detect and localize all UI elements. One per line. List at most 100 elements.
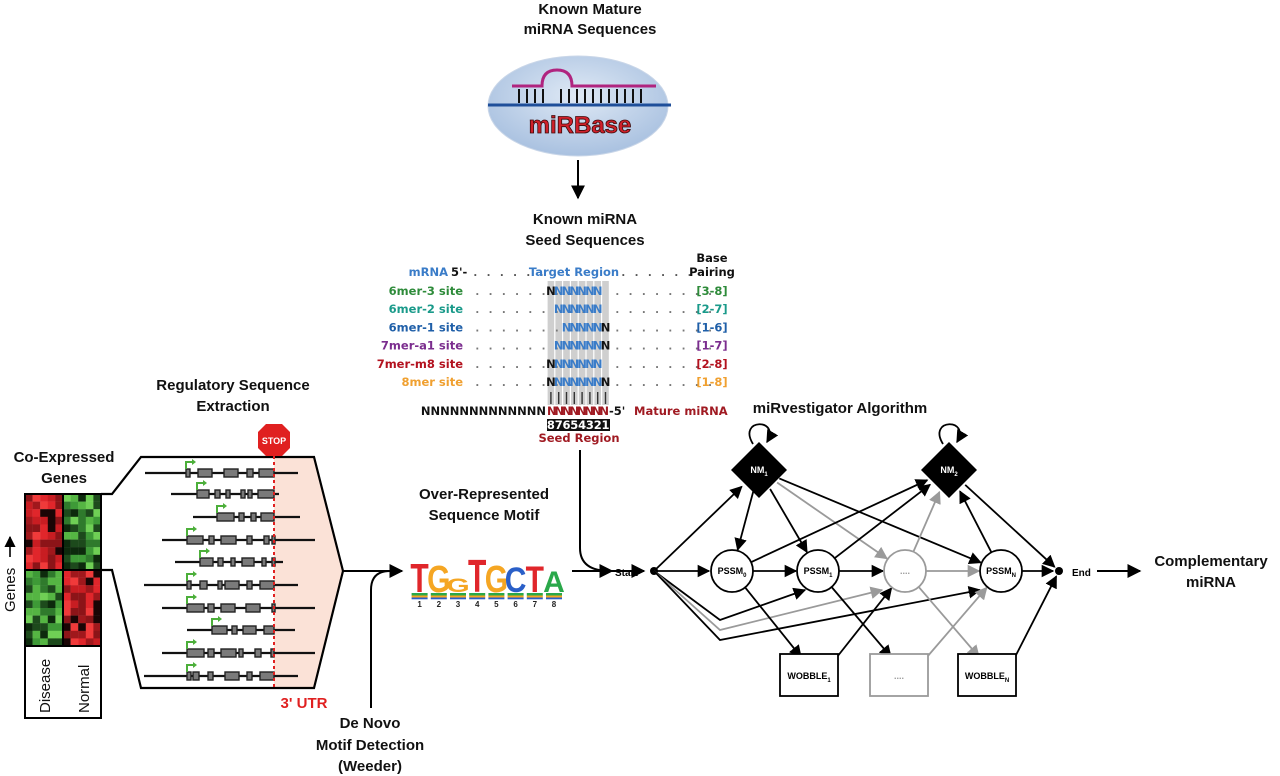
heatmap-cell bbox=[55, 577, 64, 586]
site-nucleotide: N bbox=[569, 320, 579, 334]
heatmap-cell bbox=[47, 516, 56, 525]
nm-node-label: NM1 bbox=[750, 465, 768, 478]
site-nucleotide: N bbox=[585, 302, 595, 316]
de-novo-title-line1: De Novo bbox=[340, 715, 401, 732]
exon bbox=[207, 648, 215, 658]
graph-edge bbox=[653, 570, 807, 622]
heatmap-cell bbox=[85, 630, 94, 639]
over-represented-title: Over-Represented Sequence Motif bbox=[419, 486, 549, 524]
graph-edge bbox=[830, 586, 892, 658]
exon bbox=[241, 557, 255, 567]
heatmap-cell bbox=[25, 539, 33, 548]
heatmap-cell bbox=[32, 577, 41, 586]
tss-arrowhead-icon bbox=[193, 526, 197, 532]
heatmap-cell bbox=[63, 524, 71, 533]
heatmap-cell bbox=[85, 577, 94, 586]
heatmap-cell bbox=[93, 615, 102, 624]
site-dots-left: . . . . . . . . . bbox=[474, 358, 587, 371]
wobble-node-subscript: N bbox=[1005, 678, 1009, 684]
logo-letter: T bbox=[410, 556, 428, 602]
graph-edge bbox=[836, 587, 893, 658]
site-nucleotide: N bbox=[577, 357, 587, 371]
end-label: End bbox=[1072, 568, 1091, 579]
graph-edge bbox=[769, 488, 808, 554]
logo-letter: T bbox=[526, 560, 545, 601]
exon bbox=[238, 512, 245, 522]
graph-edge bbox=[959, 490, 993, 553]
exon bbox=[270, 648, 275, 658]
heatmap-cell bbox=[63, 562, 71, 571]
heatmap-cell bbox=[55, 494, 64, 502]
heatmap-cell bbox=[93, 608, 102, 616]
heatmap-cell bbox=[93, 509, 102, 517]
exon bbox=[238, 648, 244, 658]
site-dots-right: . . . . . . . . bbox=[614, 376, 713, 389]
self-loop-edge bbox=[938, 423, 969, 445]
heatmap-cell bbox=[55, 600, 64, 609]
exon bbox=[192, 671, 200, 681]
pssm-node-subscript: 0 bbox=[743, 573, 747, 579]
heatmap-cell bbox=[63, 638, 71, 647]
heatmap-cell bbox=[47, 539, 56, 548]
heatmap-cell bbox=[32, 509, 41, 517]
heatmap-cell bbox=[47, 615, 56, 624]
site-dots-left: . . . . . . . . . bbox=[474, 321, 587, 334]
heatmap-cell bbox=[70, 585, 79, 593]
heatmap-cell bbox=[25, 509, 33, 517]
pssm-node-subscript: 1 bbox=[829, 573, 833, 579]
exon bbox=[240, 489, 246, 499]
mrna-dots-right: . . . . . . . bbox=[620, 266, 706, 279]
mature-mirna-label: Mature miRNA bbox=[634, 404, 728, 418]
heatmap-cell bbox=[93, 623, 102, 631]
heatmap-cell bbox=[63, 554, 71, 563]
heatmap-cell bbox=[47, 524, 56, 533]
logo-minor-letter bbox=[469, 597, 486, 600]
site-dots-right: . . . . . . . . bbox=[614, 285, 713, 298]
heatmap-cell bbox=[32, 623, 41, 631]
site-nucleotide: N bbox=[569, 375, 579, 389]
logo-letter: G bbox=[485, 559, 508, 601]
pssm-node-shape bbox=[710, 549, 754, 593]
heatmap-cell bbox=[78, 592, 86, 601]
coexpressed-title-line2: Genes bbox=[41, 470, 87, 487]
exon bbox=[250, 512, 257, 522]
heatmap-cell bbox=[40, 494, 48, 502]
site-nucleotide: N bbox=[601, 339, 611, 353]
base-pairing-header-line2: Pairing bbox=[689, 265, 735, 279]
site-nucleotide: N bbox=[546, 284, 556, 298]
heatmap-cell bbox=[32, 524, 41, 533]
seed-column-band bbox=[563, 281, 570, 405]
heatmap-cell bbox=[78, 516, 86, 525]
heatmap-cell bbox=[55, 501, 64, 510]
heatmap-cell bbox=[32, 585, 41, 593]
base-pairing-header-line1: Base bbox=[696, 251, 727, 265]
heatmap-cell bbox=[63, 592, 71, 601]
logo-minor-letter bbox=[469, 595, 486, 598]
heatmap-cell bbox=[40, 630, 48, 639]
seed-column-band bbox=[555, 281, 562, 405]
heatmap-cell bbox=[70, 501, 79, 510]
heatmap-cell bbox=[55, 554, 64, 563]
logo-position: 1 bbox=[417, 600, 422, 609]
logo-minor-letter bbox=[488, 593, 505, 596]
seed-column-band bbox=[594, 281, 601, 405]
tss-arrowhead-icon bbox=[206, 548, 210, 554]
site-nucleotide: N bbox=[562, 357, 572, 371]
site-nucleotide: N bbox=[593, 357, 603, 371]
heatmap-cell bbox=[40, 615, 48, 624]
mirna-strand-icon bbox=[512, 68, 656, 88]
heatmap-cell bbox=[55, 516, 64, 525]
heatmap-cell bbox=[40, 524, 48, 533]
nm-node-label: NM2 bbox=[940, 465, 958, 478]
heatmap-cell bbox=[70, 630, 79, 639]
heatmap-cell bbox=[70, 554, 79, 563]
heatmap-cell bbox=[55, 638, 64, 647]
exon bbox=[196, 489, 210, 499]
coexpressed-title-line1: Co-Expressed bbox=[14, 449, 115, 466]
exon bbox=[186, 671, 192, 681]
heatmap-cell bbox=[63, 577, 71, 586]
heatmap-cell bbox=[47, 570, 56, 578]
heatmap-cell bbox=[93, 600, 102, 609]
heatmap-cell bbox=[25, 554, 33, 563]
heatmap-cell bbox=[78, 623, 86, 631]
